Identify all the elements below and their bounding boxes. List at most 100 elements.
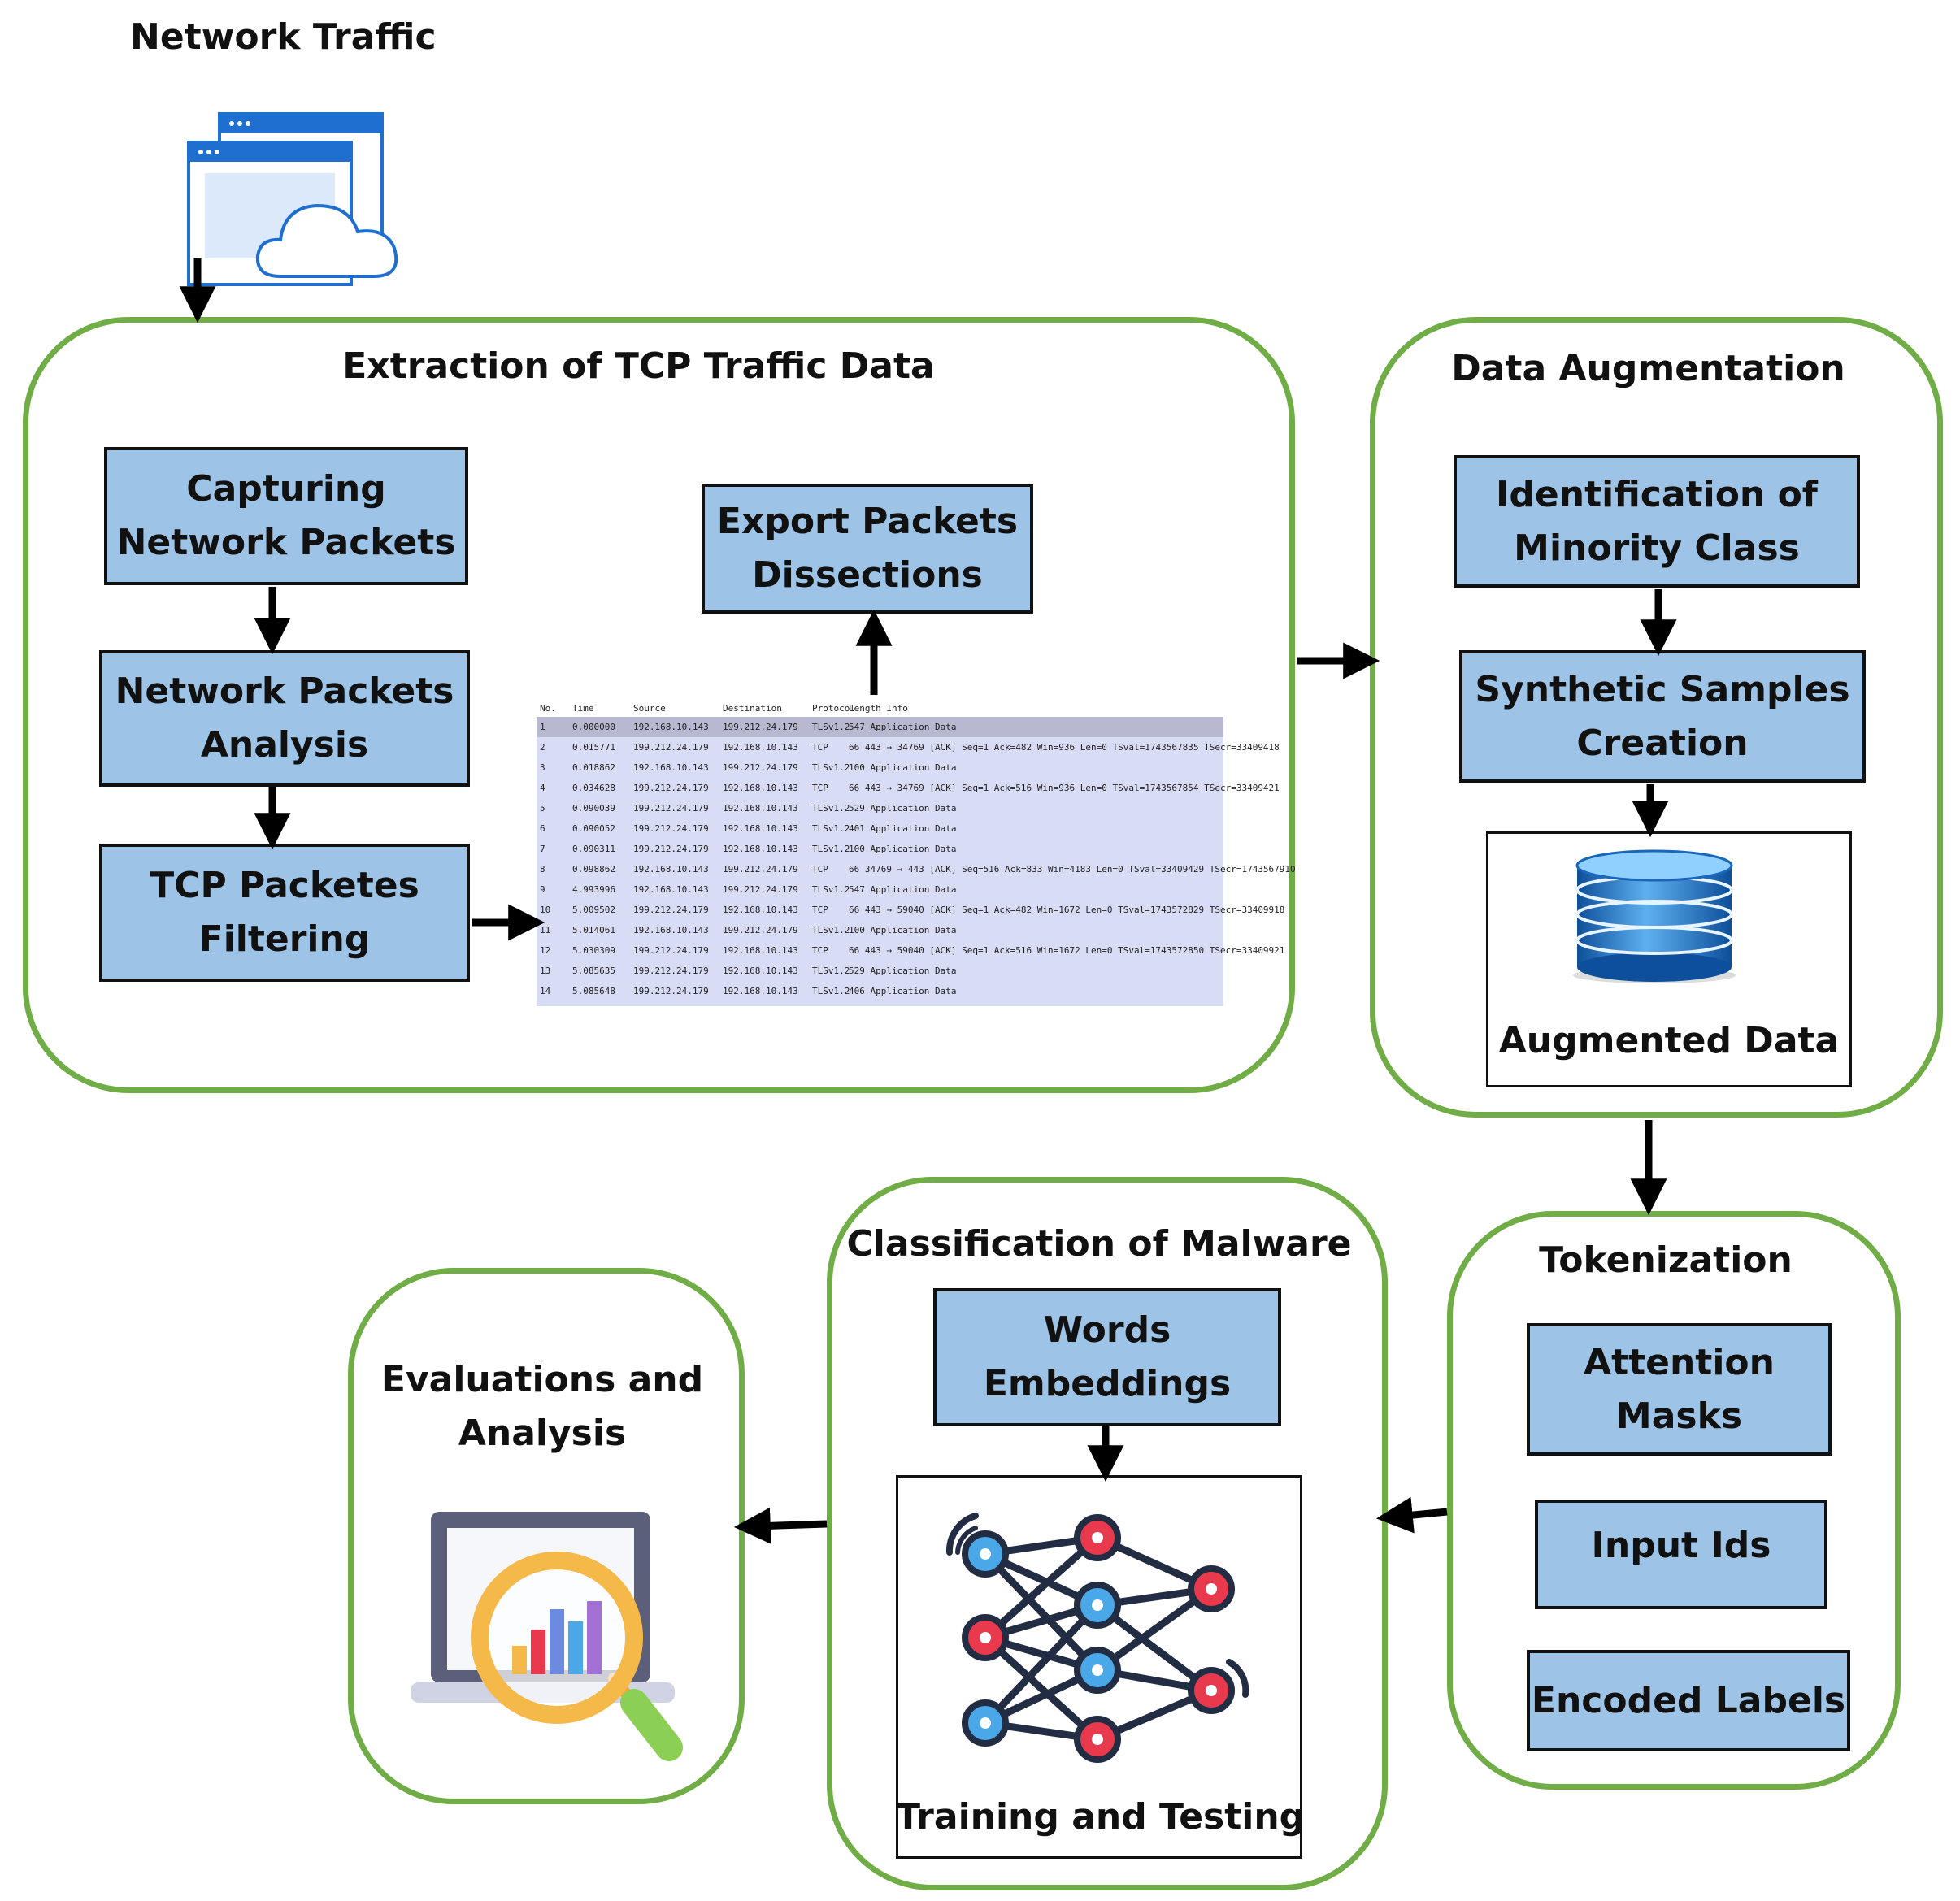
packet-cell: TLSv1.2: [812, 884, 850, 895]
neural-network-icon: [945, 1513, 1249, 1763]
packet-cell: 192.168.10.143: [723, 966, 798, 976]
packet-table-header: No. Time Source Destination Protocol Len…: [537, 699, 1223, 717]
words-embeddings-box: Words Embeddings: [933, 1288, 1281, 1426]
analytics-magnifier-icon: [411, 1512, 683, 1761]
header-protocol: Protocol: [812, 702, 855, 714]
packet-cell: 529 Application Data: [849, 803, 957, 814]
packet-cell: 0.090052: [572, 823, 615, 834]
identification-minority-box: Identification of Minority Class: [1454, 455, 1860, 588]
packet-cell: 199.212.24.179: [633, 783, 709, 793]
capturing-packets-box: Capturing Network Packets: [104, 447, 468, 585]
encoded-labels-box: Encoded Labels: [1527, 1650, 1850, 1751]
packet-cell: 7: [540, 844, 545, 854]
packet-cell: TLSv1.2: [812, 844, 850, 854]
packet-capture-table: No. Time Source Destination Protocol Len…: [537, 699, 1296, 1006]
packet-cell: 192.168.10.143: [723, 823, 798, 834]
packet-cell: 199.212.24.179: [723, 722, 798, 732]
header-source: Source: [633, 702, 666, 714]
packet-cell: 0.098862: [572, 864, 615, 875]
packet-cell: TCP: [812, 742, 828, 753]
packet-cell: 192.168.10.143: [723, 905, 798, 915]
packet-cell: 199.212.24.179: [723, 884, 798, 895]
packet-cell: 1: [540, 722, 545, 732]
classification-title: Classification of Malware: [846, 1223, 1352, 1265]
packet-cell: 199.212.24.179: [633, 905, 709, 915]
database-icon: [1573, 849, 1736, 983]
attention-masks-box: Attention Masks: [1527, 1323, 1832, 1456]
packet-row: 3 0.018862 192.168.10.143 199.212.24.179 TLS…: [537, 757, 1223, 778]
packet-cell: 192.168.10.143: [633, 864, 709, 875]
header-length-info: Length Info: [849, 702, 908, 714]
packet-cell: 547 Application Data: [849, 722, 957, 732]
packet-cell: 100 Application Data: [849, 844, 957, 854]
packet-cell: TCP: [812, 783, 828, 793]
packet-cell: 199.212.24.179: [633, 844, 709, 854]
packet-cell: 406 Application Data: [849, 986, 957, 996]
packet-cell: 13: [540, 966, 551, 976]
packet-cell: 199.212.24.179: [633, 823, 709, 834]
packet-cell: TLSv1.2: [812, 823, 850, 834]
tokenization-title: Tokenization: [1539, 1239, 1793, 1281]
packet-cell: 192.168.10.143: [723, 783, 798, 793]
packet-cell: 0.018862: [572, 762, 615, 773]
packet-cell: TCP: [812, 945, 828, 956]
packet-cell: 529 Application Data: [849, 966, 957, 976]
packet-cell: 199.212.24.179: [633, 803, 709, 814]
packet-cell: 0.034628: [572, 783, 615, 793]
packet-cell: 192.168.10.143: [633, 925, 709, 935]
packet-row: 6 0.090052 199.212.24.179 192.168.10.143 TLS…: [537, 818, 1223, 839]
packet-cell: 199.212.24.179: [723, 925, 798, 935]
packet-cell: TLSv1.2: [812, 925, 850, 935]
packet-row: 7 0.090311 199.212.24.179 192.168.10.143 TLS…: [537, 839, 1223, 859]
packet-cell: TLSv1.2: [812, 803, 850, 814]
packet-cell: 14: [540, 986, 551, 996]
packet-cell: TLSv1.2: [812, 762, 850, 773]
packet-cell: 5.009502: [572, 905, 615, 915]
packet-cell: 5.014061: [572, 925, 615, 935]
packet-cell: 4: [540, 783, 545, 793]
network-traffic-label: Network Traffic: [130, 16, 437, 58]
packet-cell: 192.168.10.143: [633, 722, 709, 732]
packet-cell: 199.212.24.179: [633, 966, 709, 976]
packet-cell: TLSv1.2: [812, 722, 850, 732]
packet-cell: 4.993996: [572, 884, 615, 895]
packet-cell: 9: [540, 884, 545, 895]
packet-cell: 192.168.10.143: [723, 803, 798, 814]
packets-analysis-box: Network Packets Analysis: [99, 650, 470, 787]
training-testing-label: Training and Testing: [896, 1796, 1306, 1838]
arrow-classification-to-evaluation: [733, 1507, 828, 1544]
packet-cell: 0.090311: [572, 844, 615, 854]
packet-cell: 199.212.24.179: [633, 742, 709, 753]
input-ids-box: Input Ids: [1535, 1500, 1827, 1609]
header-destination: Destination: [723, 702, 782, 714]
packet-cell: 199.212.24.179: [723, 762, 798, 773]
header-time: Time: [572, 702, 594, 714]
packet-cell: 192.168.10.143: [633, 762, 709, 773]
packet-cell: 192.168.10.143: [723, 986, 798, 996]
packet-cell: 199.212.24.179: [723, 864, 798, 875]
packet-cell: 192.168.10.143: [723, 844, 798, 854]
extraction-title: Extraction of TCP Traffic Data: [342, 345, 935, 387]
packet-cell: 100 Application Data: [849, 925, 957, 935]
packet-cell: 2: [540, 742, 545, 753]
packet-cell: 5.085635: [572, 966, 615, 976]
packet-cell: 0.015771: [572, 742, 615, 753]
evaluation-title: Evaluations and Analysis: [380, 1359, 704, 1454]
packet-cell: 6: [540, 823, 545, 834]
synthetic-samples-box: Synthetic Samples Creation: [1459, 650, 1866, 783]
packet-cell: TCP: [812, 864, 828, 875]
packet-cell: 3: [540, 762, 545, 773]
header-no: No.: [540, 702, 556, 714]
